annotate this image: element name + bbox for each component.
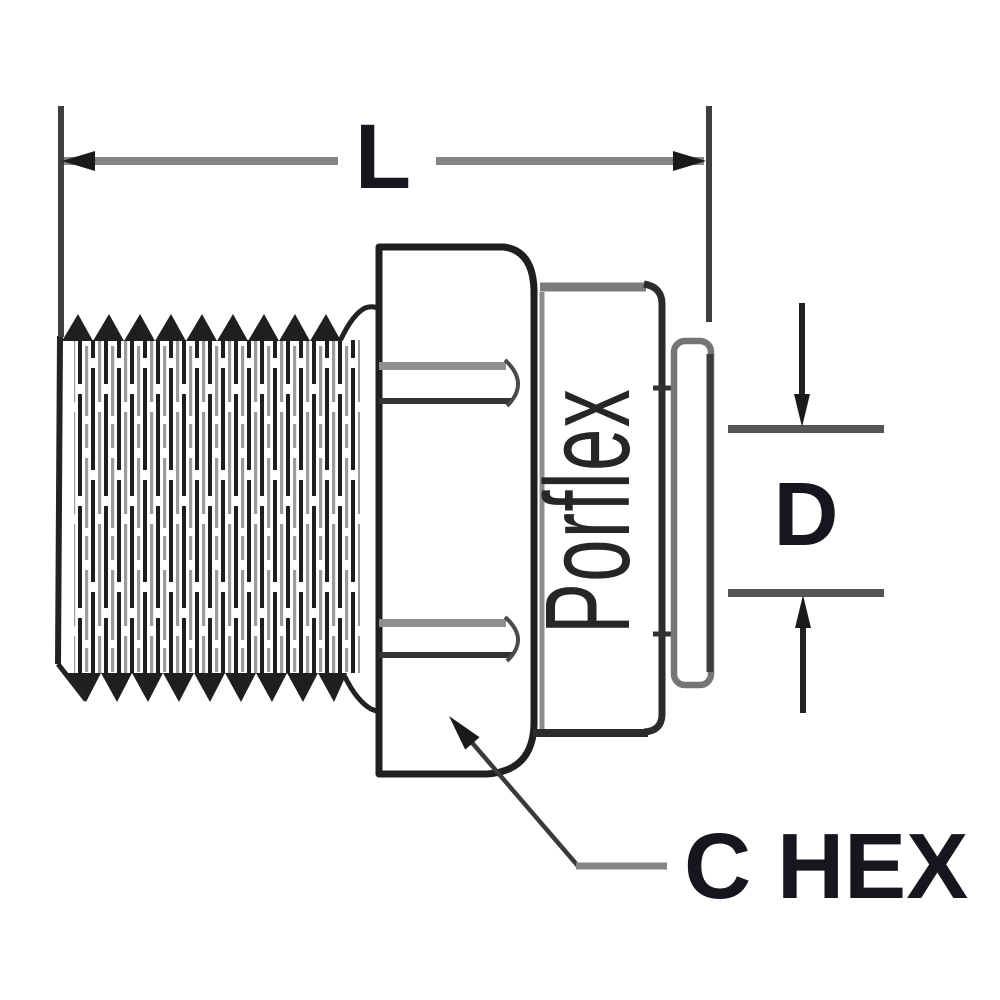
l-arrowhead-right [673,151,706,171]
body-right-outline [643,280,666,736]
hex-corner-arc-top [503,358,520,408]
label-c-hex: C HEX [684,814,968,918]
c-hex-leader: C HEX [449,716,968,918]
thread-top-crests [62,314,341,341]
thread-runout-bottom [342,674,382,715]
label-l: L [355,106,411,208]
porflex-body: Porflex [520,280,675,737]
hex-corner-arc-bottom [503,615,520,663]
label-d: D [774,465,839,565]
l-arrowhead-left [62,151,95,171]
thread-left-chamfer [56,662,88,702]
c-hex-leader-diagonal [454,722,580,868]
thread-left-edge [55,335,63,665]
ring-outline [670,337,715,689]
dimension-d: D [728,303,884,713]
label-porflex: Porflex [520,388,655,634]
thread-runout-top [338,304,382,342]
thread-hatch [74,340,360,673]
d-arrowhead-bottom [795,595,811,628]
dimension-l: L [58,106,712,337]
hex-section [375,243,538,778]
release-ring [670,337,715,689]
hex-outline [375,243,538,778]
thread-section [55,304,382,715]
c-hex-arrowhead [449,716,480,750]
d-arrowhead-top [794,394,810,427]
thread-bottom-crests [62,673,347,702]
